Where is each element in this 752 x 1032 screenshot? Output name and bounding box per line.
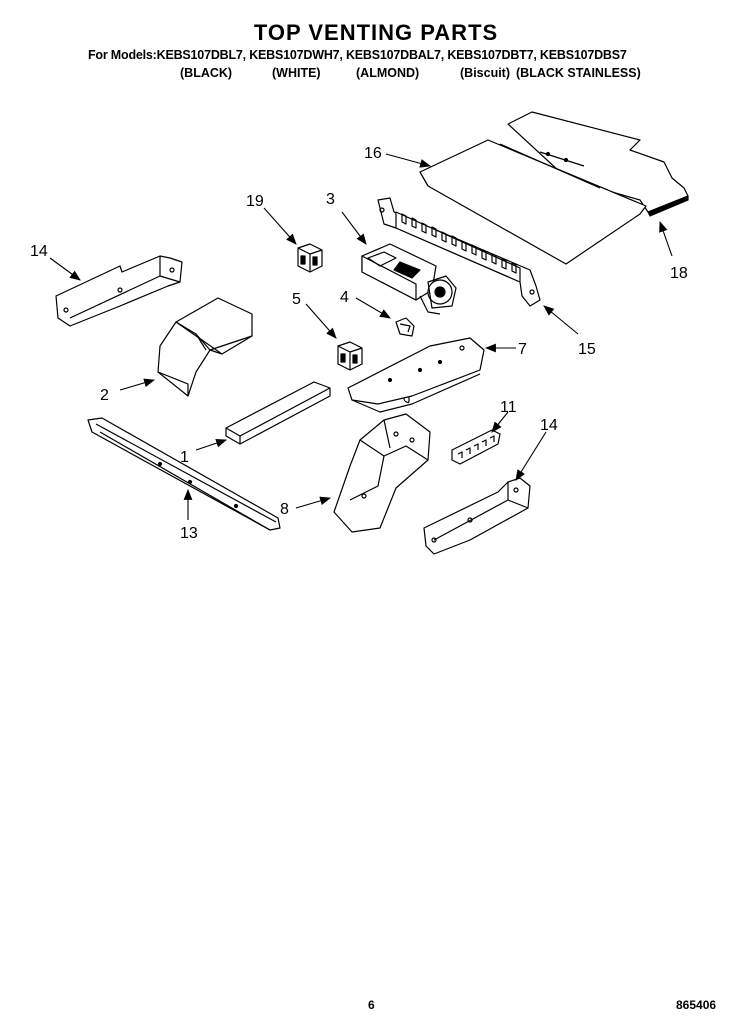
part-14-right-bracket	[423, 477, 531, 555]
label-part-15: 15	[578, 341, 596, 358]
label-part-16: 16	[364, 145, 382, 162]
part-15-vent-bracket	[377, 197, 541, 404]
part-1-filter-strip	[225, 381, 331, 445]
part-16-top-panel	[419, 139, 647, 265]
label-part-18: 18	[670, 265, 688, 282]
label-part-8: 8	[280, 501, 289, 518]
label-part-11: 11	[500, 399, 517, 416]
variant-black: (BLACK)	[180, 66, 233, 80]
part-8-duct-housing	[333, 413, 431, 533]
label-part-1: 1	[180, 449, 189, 466]
part-5-connector	[337, 341, 363, 371]
label-part-19: 19	[246, 193, 264, 210]
part-3-motor-assembly	[361, 243, 457, 315]
page-title: TOP VENTING PARTS	[253, 20, 499, 45]
label-part-5: 5	[292, 291, 301, 308]
part-13-front-rail	[87, 417, 281, 531]
label-part-13: 13	[180, 525, 198, 542]
label-part-2: 2	[100, 387, 109, 404]
variant-biscuit: (Biscuit)	[460, 66, 510, 80]
part-7-plate	[347, 337, 485, 413]
part-2-air-duct	[157, 297, 253, 397]
label-part-14-right: 14	[540, 417, 558, 434]
part-11-terminal-strip	[451, 429, 501, 465]
label-part-14-left: 14	[30, 243, 48, 260]
part-14-left-bracket	[55, 255, 183, 327]
variant-white: (WHITE)	[272, 66, 321, 80]
page-number: 6	[368, 998, 375, 1012]
models-line: For Models:KEBS107DBL7, KEBS107DWH7, KEB…	[88, 48, 627, 62]
part-19-connector	[297, 243, 323, 273]
variant-almond: (ALMOND)	[356, 66, 420, 80]
document-number: 865406	[676, 998, 717, 1012]
label-part-3: 3	[326, 191, 335, 208]
label-part-4: 4	[340, 289, 349, 306]
variant-black-stainless: (BLACK STAINLESS)	[516, 66, 641, 80]
leader-arrows	[49, 153, 673, 520]
label-part-7: 7	[518, 341, 527, 358]
part-4-clip	[395, 317, 415, 337]
